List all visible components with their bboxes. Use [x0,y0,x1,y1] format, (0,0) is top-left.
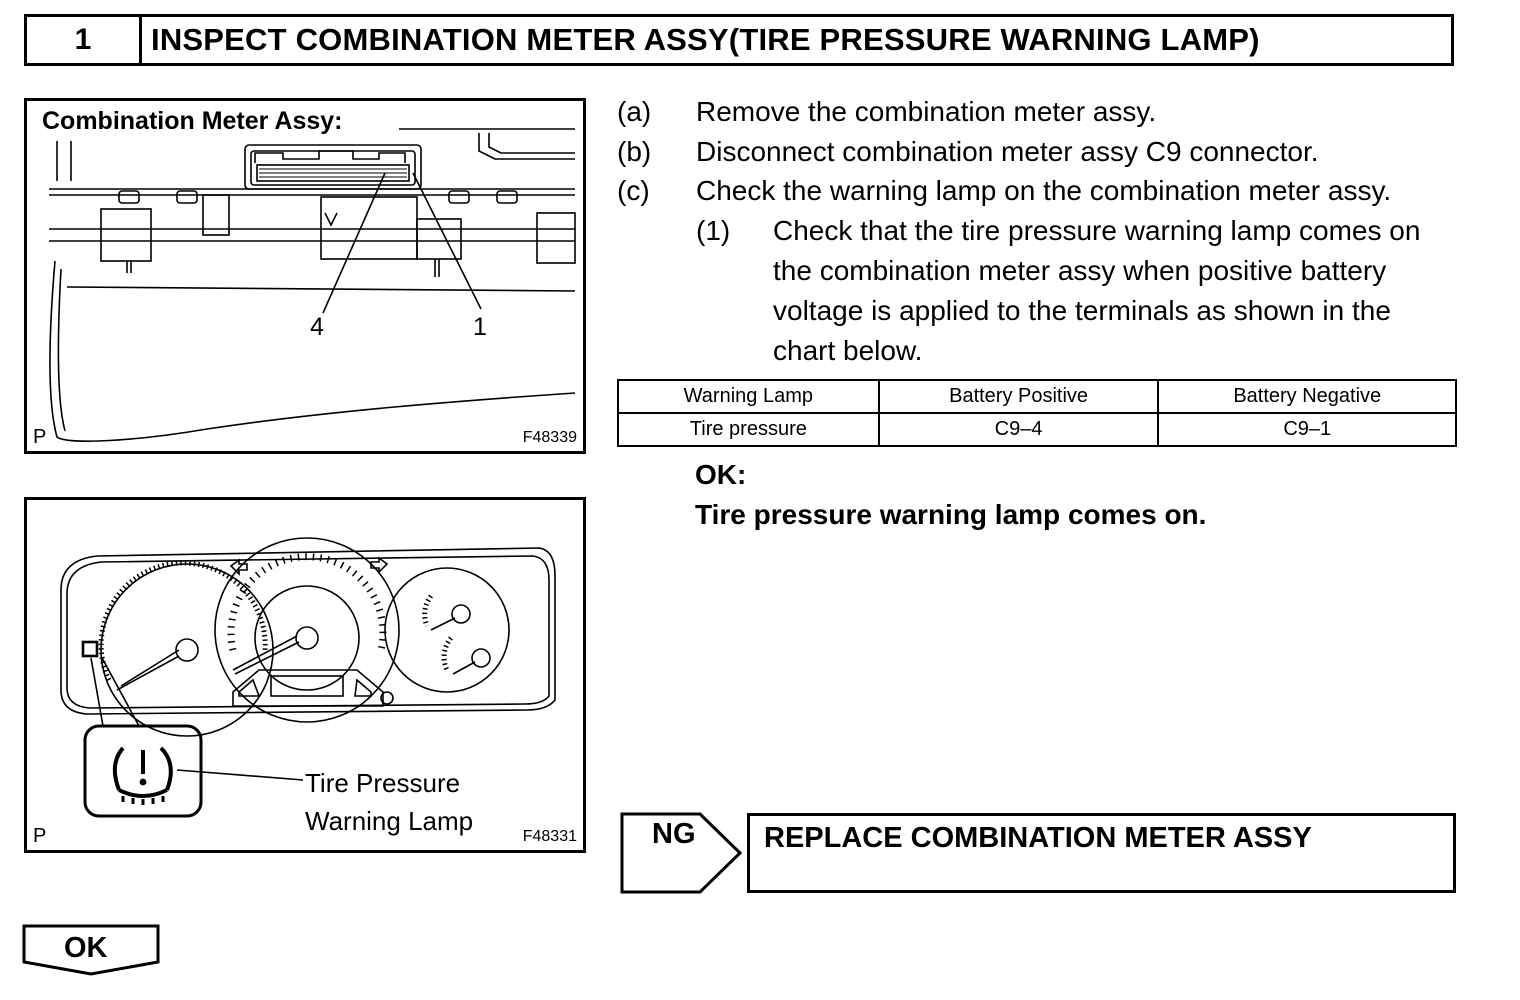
step-a-text: Remove the combination meter assy. [696,96,1157,127]
figure-corner-label: P [33,426,47,448]
figure-title: Combination Meter Assy: [42,107,343,135]
substep-line-3: voltage is applied to the terminals as s… [773,295,1391,326]
table-cell: C9–1 [1157,412,1457,447]
ok-result-label: OK: [695,459,747,490]
step-title: INSPECT COMBINATION METER ASSY(TIRE PRES… [151,22,1260,57]
table-row: Tire pressure C9–4 C9–1 [617,412,1457,447]
figure-connector: Combination Meter Assy: 4 1 P F48339 [24,98,586,454]
ng-action-text: REPLACE COMBINATION METER ASSY [764,822,1312,854]
step-c-text: Check the warning lamp on the combinatio… [696,175,1392,206]
ng-label[interactable]: NG [652,818,696,850]
table-header-cell: Battery Positive [877,379,1160,414]
step-b-mark: (b) [617,136,652,167]
table-header-cell: Warning Lamp [617,379,880,414]
step-b-text: Disconnect combination meter assy C9 con… [696,136,1319,167]
figure-corner-label: P [33,825,47,847]
step-header: 1 INSPECT COMBINATION METER ASSY(TIRE PR… [24,14,1454,66]
step-number: 1 [27,17,142,63]
table-header-row: Warning Lamp Battery Positive Battery Ne… [617,379,1457,414]
substep-line-1: Check that the tire pressure warning lam… [773,215,1421,246]
step-a-mark: (a) [617,96,652,127]
table-header-cell: Battery Negative [1157,379,1457,414]
figure-code: F48339 [522,429,577,446]
table-cell: C9–4 [877,412,1160,447]
substep-mark: (1) [696,215,731,246]
substep-line-4: chart below. [773,335,923,366]
tire-pressure-lamp-label: Tire Pressure Warning Lamp [305,764,473,840]
ng-arrow[interactable] [620,812,744,894]
lamp-label-line-2: Warning Lamp [305,806,474,836]
terminal-4-callout: 4 [310,313,324,341]
table-cell: Tire pressure [617,412,880,447]
ok-label[interactable]: OK [64,932,108,964]
terminal-1-callout: 1 [473,313,487,341]
meter-illustration [60,537,556,818]
lamp-label-line-1: Tire Pressure [305,768,461,798]
ok-arrow[interactable] [22,924,162,976]
step-c-mark: (c) [617,175,650,206]
ok-result-text: Tire pressure warning lamp comes on. [695,499,1207,530]
connector-illustration [49,128,576,442]
substep-line-2: the combination meter assy when positive… [773,255,1387,286]
terminal-table: Warning Lamp Battery Positive Battery Ne… [617,379,1457,447]
ng-action-box: REPLACE COMBINATION METER ASSY [747,813,1456,893]
figure-meter: Tire Pressure Warning Lamp P F48331 [24,497,586,853]
figure-code: F48331 [522,828,577,845]
